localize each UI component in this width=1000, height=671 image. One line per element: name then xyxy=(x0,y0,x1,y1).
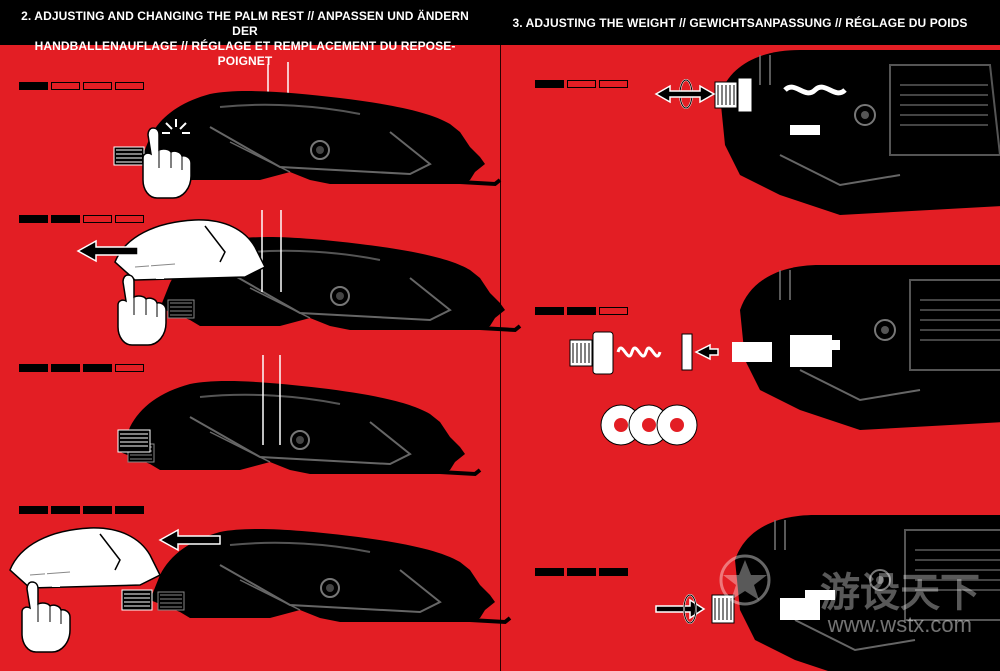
step-segment xyxy=(51,506,80,514)
step-segment xyxy=(19,506,48,514)
step-segment xyxy=(115,82,144,90)
palm-rest-step-indicator-3 xyxy=(19,364,144,372)
step-segment xyxy=(535,80,564,88)
watermark-url: www.wstx.com xyxy=(827,612,972,637)
palm-rest-step-indicator-4 xyxy=(19,506,144,514)
step-segment xyxy=(535,307,564,315)
section-divider xyxy=(500,45,501,671)
palm-rest-illustration-1 xyxy=(113,62,502,199)
palm-rest-illustration-3 xyxy=(117,355,482,476)
step-segment xyxy=(535,568,564,576)
step-segment xyxy=(19,82,48,90)
weight-illustration-2 xyxy=(569,264,1000,446)
weight-illustration-3 xyxy=(655,514,1000,671)
step-segment xyxy=(83,506,112,514)
palm-rest-heading-line1: 2. ADJUSTING AND CHANGING THE PALM REST … xyxy=(21,9,469,38)
step-segment xyxy=(599,568,628,576)
step-segment xyxy=(599,80,628,88)
step-segment xyxy=(599,307,628,315)
palm-rest-heading-line2: HANDBALLENAUFLAGE // RÉGLAGE ET REMPLACE… xyxy=(34,39,456,68)
step-segment xyxy=(115,364,144,372)
header-bar xyxy=(0,0,1000,45)
weight-step-indicator-3 xyxy=(535,568,628,576)
palm-rest-illustration-4 xyxy=(9,527,512,653)
step-segment xyxy=(567,80,596,88)
step-segment xyxy=(19,364,48,372)
step-segment xyxy=(115,215,144,223)
palm-rest-illustration-2 xyxy=(77,210,522,346)
step-segment xyxy=(83,82,112,90)
palm-rest-heading: 2. ADJUSTING AND CHANGING THE PALM REST … xyxy=(10,9,480,69)
step-segment xyxy=(51,364,80,372)
step-segment xyxy=(567,568,596,576)
weight-step-indicator-2 xyxy=(535,307,628,315)
step-segment xyxy=(83,364,112,372)
palm-rest-step-indicator-2 xyxy=(19,215,144,223)
weight-illustration-1 xyxy=(654,49,1000,216)
step-segment xyxy=(51,215,80,223)
weight-heading: 3. ADJUSTING THE WEIGHT // GEWICHTSANPAS… xyxy=(512,16,968,30)
weight-step-indicator-1 xyxy=(535,80,628,88)
step-segment xyxy=(567,307,596,315)
step-segment xyxy=(115,506,144,514)
step-segment xyxy=(51,82,80,90)
step-segment xyxy=(19,215,48,223)
watermark-text: 游设天下 xyxy=(820,570,980,616)
step-segment xyxy=(83,215,112,223)
palm-rest-step-indicator-1 xyxy=(19,82,144,90)
